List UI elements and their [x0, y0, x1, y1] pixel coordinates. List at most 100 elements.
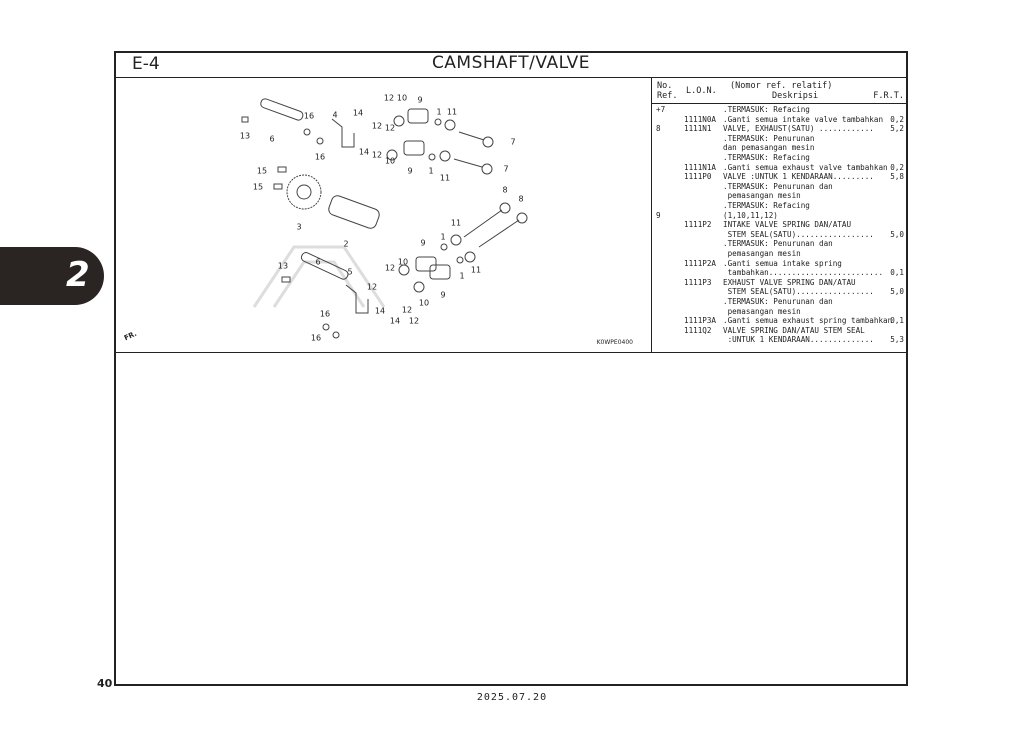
- table-row: 1111N0A.Ganti semua intake valve tambahk…: [652, 115, 908, 125]
- cell-lon: 1111P2A: [684, 258, 717, 268]
- cell-desc: STEM SEAL(SATU).................: [723, 229, 874, 239]
- table-row: .TERMASUK: Refacing: [652, 153, 908, 163]
- table-row: .TERMASUK: Penurunan dan: [652, 182, 908, 192]
- cell-frt: 5,8: [890, 172, 904, 182]
- cell-desc: VALVE, EXHAUST(SATU) ............: [723, 124, 874, 134]
- cell-frt: 0,2: [890, 162, 904, 172]
- part-callout: 9: [420, 238, 426, 248]
- cell-lon: 1111P2: [684, 220, 712, 230]
- part-callout: 9: [417, 95, 423, 105]
- part-callout: 10: [384, 156, 396, 166]
- cell-lon: 1111P3A: [684, 316, 717, 326]
- cell-lon: 1111Q2: [684, 325, 712, 335]
- part-callout: 1: [436, 107, 442, 117]
- part-callout: 8: [502, 185, 508, 195]
- table-row: 1111P3 EXHAUST VALVE SPRING DAN/ATAU: [652, 278, 908, 288]
- cell-desc: .TERMASUK: Refacing: [723, 105, 810, 114]
- table-row: .TERMASUK: Penurunan: [652, 134, 908, 144]
- cam-sprocket: [286, 174, 322, 210]
- part-callout: 4: [332, 110, 338, 120]
- bolts: [241, 116, 340, 339]
- part-callout: 16: [314, 152, 326, 162]
- figure-code: K0WPE0400: [596, 339, 633, 346]
- header-divider: [652, 103, 908, 104]
- part-callout: 9: [407, 166, 413, 176]
- rocker-arm-bottom: [345, 284, 369, 314]
- cell-frt: 5,0: [890, 229, 904, 239]
- part-callout: 7: [510, 137, 516, 147]
- cell-lon: 1111N1: [684, 124, 712, 134]
- page-frame: [114, 51, 908, 686]
- cell-desc: EXHAUST VALVE SPRING DAN/ATAU: [723, 277, 856, 287]
- part-callout: 14: [352, 108, 364, 118]
- cell-desc: .Ganti semua exhaust spring tambahkan: [723, 316, 893, 326]
- cell-desc: .TERMASUK: Penurunan dan: [723, 239, 833, 249]
- part-callout: 16: [303, 111, 315, 121]
- part-callout: 10: [396, 93, 408, 103]
- footer-date: 2025.07.20: [476, 692, 548, 703]
- part-callout: 1: [428, 166, 434, 176]
- part-callout: 14: [358, 147, 370, 157]
- cell-ref: 9: [656, 210, 661, 220]
- header-frt: F.R.T.: [873, 91, 904, 101]
- cell-desc: :UNTUK 1 KENDARAAN..............: [723, 335, 874, 345]
- table-row: 1111N1A.Ganti semua exhaust valve tambah…: [652, 163, 908, 173]
- table-row: :UNTUK 1 KENDARAAN.............. 5,3: [652, 335, 908, 345]
- cell-frt: 5,3: [890, 335, 904, 345]
- part-callout: 3: [296, 222, 302, 232]
- cell-desc: VALVE SPRING DAN/ATAU STEM SEAL: [723, 325, 865, 335]
- table-row: pemasangan mesin: [652, 307, 908, 317]
- part-callout: 12: [383, 93, 395, 103]
- table-row: STEM SEAL(SATU).................5,0: [652, 287, 908, 297]
- header-lon: L.O.N.: [686, 86, 717, 96]
- table-row: 8 1111N1 VALVE, EXHAUST(SATU) ............…: [652, 124, 908, 134]
- cell-ref: 8: [656, 124, 661, 134]
- part-callout: 5: [347, 267, 353, 277]
- table-row: .TERMASUK: Penurunan dan: [652, 239, 908, 249]
- part-callout: 15: [256, 166, 268, 176]
- cell-desc: STEM SEAL(SATU).................: [723, 287, 874, 297]
- cell-desc: .TERMASUK: Refacing: [723, 153, 810, 162]
- page-title: CAMSHAFT/VALVE: [431, 53, 591, 73]
- part-callout: 1: [459, 271, 465, 281]
- table-row: STEM SEAL(SATU)................. 5,0: [652, 230, 908, 240]
- part-callout: 12: [371, 150, 383, 160]
- part-callout: 9: [440, 290, 446, 300]
- table-row: 1111P2A .Ganti semua intake spring: [652, 259, 908, 269]
- part-callout: 12: [384, 123, 396, 133]
- cell-desc: pemasangan mesin: [723, 249, 801, 258]
- header-no-ref: No. Ref.: [657, 81, 678, 101]
- chapter-number: 2: [66, 255, 90, 295]
- cell-desc: .Ganti semua intake spring: [723, 258, 842, 268]
- cell-desc: pemasangan mesin: [723, 191, 801, 201]
- chapter-tab: 2: [0, 247, 104, 305]
- table-row: 9(1,10,11,12): [652, 211, 908, 221]
- camshaft: [328, 195, 380, 229]
- cell-desc: dan pemasangan mesin: [723, 143, 815, 153]
- part-callout: 1: [440, 232, 446, 242]
- part-callout: 12: [384, 263, 396, 273]
- part-callout: 12: [401, 305, 413, 315]
- rocker-arm-top: [331, 118, 355, 148]
- part-callout: 12: [408, 316, 420, 326]
- part-callout: 11: [450, 218, 462, 228]
- cell-lon: 1111P0: [684, 172, 712, 182]
- part-callout: 12: [371, 121, 383, 131]
- section-code: E-4: [132, 54, 160, 74]
- cell-desc: VALVE :UNTUK 1 KENDARAAN.........: [723, 172, 874, 182]
- part-callout: 15: [252, 182, 264, 192]
- parts-drawing: [241, 98, 528, 339]
- table-row: .TERMASUK: Refacing: [652, 201, 908, 211]
- rocker-shaft-top: [260, 98, 304, 121]
- part-callout: 6: [315, 257, 321, 267]
- cell-lon: 1111P3: [684, 277, 712, 287]
- part-callout: 2: [343, 239, 349, 249]
- cell-lon: 1111N0A: [684, 114, 717, 124]
- retainers: [386, 115, 476, 293]
- table-row: 1111P3A .Ganti semua exhaust spring tamba…: [652, 316, 908, 326]
- cell-desc: tambahkan.........................: [723, 268, 884, 278]
- valve-springs: [403, 108, 451, 280]
- table-row: 1111Q2 VALVE SPRING DAN/ATAU STEM SEAL: [652, 326, 908, 336]
